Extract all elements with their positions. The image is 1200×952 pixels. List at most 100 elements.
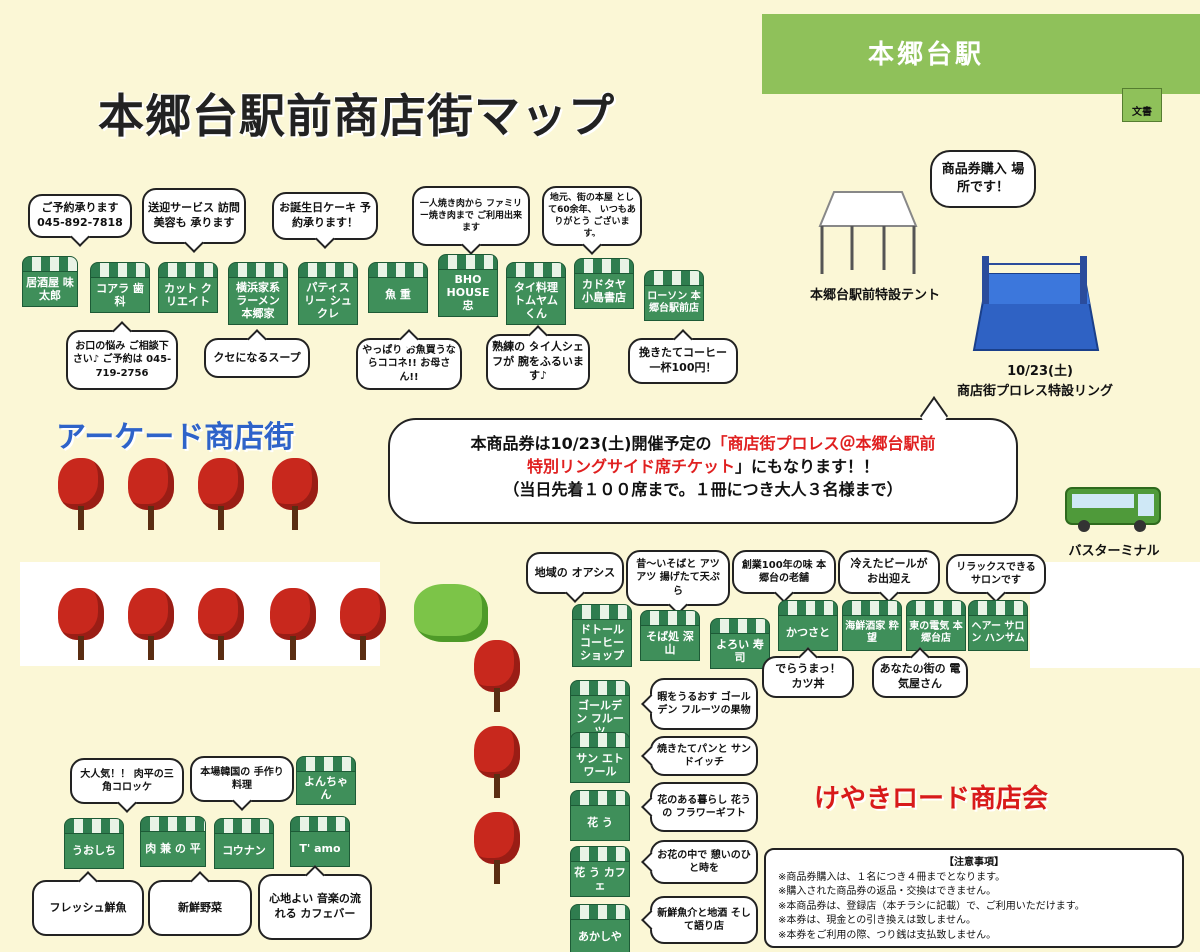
lower-under-bubble: 新鮮野菜 — [148, 880, 252, 936]
shop-kojima-books[interactable]: カドタヤ 小島書店 — [574, 258, 634, 309]
shop-label: よんちゃん — [296, 772, 356, 806]
road-area — [1030, 562, 1200, 668]
shop-label: 横浜家系 ラーメン 本郷家 — [228, 278, 288, 325]
ticket-notice: 本商品券は10/23(土)開催予定の「商店街プロレス＠本郷台駅前 特別リングサイ… — [388, 418, 1018, 524]
shop-katsusato[interactable]: かつさと — [778, 600, 838, 651]
side-bubble: 花のある暮らし 花うの フラワーギフト — [650, 782, 758, 832]
tree-icon — [198, 458, 244, 532]
top-bubble: ご予約承ります 045-892-7818 — [28, 194, 132, 238]
shop-label: カドタヤ 小島書店 — [574, 274, 634, 309]
tree-icon — [128, 458, 174, 532]
side-bubble: 新鮮魚介と地酒 そして語り店 — [650, 896, 758, 944]
notes-item: ※購入された商品券の返品・交換はできません。 — [778, 886, 997, 897]
shop-label: うおしち — [64, 834, 124, 869]
lower-bubble: 本場韓国の 手作り料理 — [190, 756, 294, 802]
shop-nikuhei[interactable]: 肉 兼 の 平 — [140, 816, 206, 867]
shop-patisserie[interactable]: パティスリー シュクレ — [298, 262, 358, 325]
shop-sun-etoile[interactable]: サン エトワール — [570, 732, 630, 783]
shop-label: 魚 重 — [368, 278, 428, 313]
notes-item: ※本券をご利用の際、つり銭は支払致しません。 — [778, 929, 997, 941]
bush-icon — [414, 584, 488, 642]
tree-icon — [58, 588, 104, 662]
under-bubble: 熟練の タイ人シェフが 腕をふるいます♪ — [486, 334, 590, 390]
under-bubble: やっぱり お魚買うならココネ!! お母さん!! — [356, 338, 462, 390]
lower-under-bubble: フレッシュ鮮魚 — [32, 880, 144, 936]
tree-icon — [474, 812, 520, 886]
tree-icon — [270, 588, 316, 662]
shop-akashiya[interactable]: あかしや — [570, 904, 630, 952]
tree-icon — [128, 588, 174, 662]
keyaki-bubble: 創業100年の味 本郷台の老舗 — [732, 550, 836, 594]
shop-electric[interactable]: 東の電気 本郷台店 — [906, 600, 966, 651]
shop-label: かつさと — [778, 616, 838, 651]
notes-box: 【注意事項】 ※商品券購入は、１名につき４冊までとなります。 ※購入された商品券… — [764, 848, 1184, 948]
wrestling-ring-icon — [972, 256, 1100, 351]
notes-item: ※本券は、現金との引き換えは致しません。 — [778, 915, 976, 926]
shop-yoroi-sushi[interactable]: よろい 寿司 — [710, 618, 770, 669]
keyaki-under-bubble: あなたの街の 電気屋さん — [872, 656, 968, 698]
station-label: 本郷台駅 — [868, 40, 985, 70]
keyaki-road-label: けやきロード商店会 — [814, 784, 1049, 814]
shop-sui[interactable]: 海鮮酒家 粋 望 — [842, 600, 902, 651]
top-bubble: 送迎サービス 訪問美容も 承ります — [142, 188, 246, 244]
shop-lawson[interactable]: ローソン 本郷台駅前店 — [644, 270, 704, 321]
shop-ajitaro[interactable]: 居酒屋 味太郎 — [22, 256, 78, 307]
keyaki-bubble: 地域の オアシス — [526, 552, 624, 594]
tree-icon — [272, 458, 318, 532]
shop-label: パティスリー シュクレ — [298, 278, 358, 325]
tent-label: 本郷台駅前特設テント — [809, 288, 940, 303]
shop-label: サン エトワール — [570, 748, 630, 783]
bus-icon — [1065, 487, 1161, 532]
map-title: 本郷台駅前商店街マップ — [98, 89, 615, 143]
ring-date: 10/23(土) — [1007, 364, 1073, 379]
shop-label: 海鮮酒家 粋 望 — [842, 616, 902, 651]
shop-hongoya[interactable]: 横浜家系 ラーメン 本郷家 — [228, 262, 288, 325]
shop-label: 肉 兼 の 平 — [140, 832, 206, 867]
shop-label: カット クリエイト — [158, 278, 218, 313]
ticket-text: 本商品券は10/23(土)開催予定の — [470, 434, 712, 453]
shop-cut-create[interactable]: カット クリエイト — [158, 262, 218, 313]
notes-title: 【注意事項】 — [944, 857, 1004, 868]
tree-icon — [58, 458, 104, 532]
shop-label: 花 う カフェ — [570, 862, 630, 897]
shop-tomyamkun[interactable]: タイ料理 トムヤムくん — [506, 262, 566, 325]
shop-bho-house[interactable]: BHO HOUSE 忠 — [438, 254, 498, 317]
shop-label: BHO HOUSE 忠 — [438, 270, 498, 317]
lower-bubble: 大人気！！ 肉平の三角コロッケ — [70, 758, 184, 804]
shop-label: コアラ 歯科 — [90, 278, 150, 313]
shop-uoshichi[interactable]: うおしち — [64, 818, 124, 869]
tree-icon — [474, 640, 520, 714]
side-bubble: お花の中で 憩いのひと時を — [650, 840, 758, 884]
shop-label: T' amo — [290, 832, 350, 867]
ticket-text: 」にもなります！！ — [735, 457, 880, 477]
shop-yonchan[interactable]: よんちゃん — [296, 756, 356, 806]
arcade-label: アーケード商店街 — [56, 420, 295, 455]
lower-under-bubble: 心地よい 音楽の流れる カフェバー — [258, 874, 372, 940]
keyaki-under-bubble: でらうまっ！ カツ丼 — [762, 656, 854, 698]
shop-miyama[interactable]: そば処 深山 — [640, 610, 700, 661]
shop-handsome[interactable]: ヘアー サロン ハンサム — [968, 600, 1028, 651]
shop-label: ヘアー サロン ハンサム — [968, 616, 1028, 651]
small-sign-text: 文書 — [1132, 107, 1152, 118]
shop-label: ドトール コーヒー ショップ — [572, 620, 632, 667]
keyaki-bubble: 昔～いそばと アツアツ 揚げたて天ぷら — [626, 550, 730, 606]
side-bubble: 暇をうるおす ゴールデン フルーツの果物 — [650, 678, 758, 730]
small-sign: 文書 — [1122, 88, 1162, 122]
ticket-highlight: 「商店街プロレス＠本郷台駅前 — [711, 434, 936, 453]
shop-hanau-cafe[interactable]: 花 う カフェ — [570, 846, 630, 897]
shop-koala-dental[interactable]: コアラ 歯科 — [90, 262, 150, 313]
bus-terminal-label: バスターミナル — [1068, 544, 1160, 559]
under-bubble: お口の悩み ご相談下さい♪ ご予約は 045-719-2756 — [66, 330, 178, 390]
shop-uoju[interactable]: 魚 重 — [368, 262, 428, 313]
tent-icon — [818, 191, 918, 274]
top-bubble: 一人焼き肉から ファミリー焼き肉まで ご利用出来ます — [412, 186, 530, 246]
shop-label: ローソン 本郷台駅前店 — [644, 286, 704, 321]
shop-hanau[interactable]: 花 う — [570, 790, 630, 841]
shop-konan[interactable]: コウナン — [214, 818, 274, 869]
shop-label: よろい 寿司 — [710, 634, 770, 669]
shop-tamo[interactable]: T' amo — [290, 816, 350, 867]
shop-doutor[interactable]: ドトール コーヒー ショップ — [572, 604, 632, 667]
ring-label: 商店街プロレス特設リング — [956, 384, 1113, 399]
notes-item: ※本商品券は、登録店（本チラシに記載）で、ご利用いただけます。 — [778, 900, 1085, 912]
